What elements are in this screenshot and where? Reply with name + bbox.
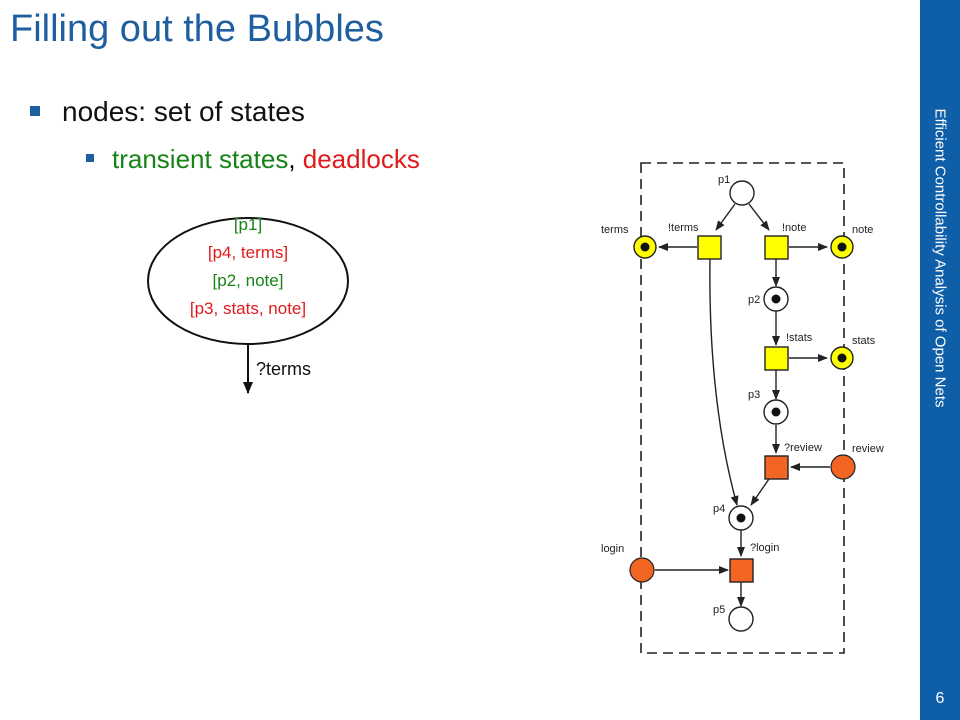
place-p4-label: p4 xyxy=(713,503,725,515)
sidebar-band xyxy=(920,0,960,720)
sub-bullet-square-icon xyxy=(86,154,94,163)
bullet-text: nodes: set of states xyxy=(62,96,305,127)
arc-tterms-p4 xyxy=(709,257,739,506)
bubble-state-p1: [p1] xyxy=(234,215,262,234)
place-p1-label: p1 xyxy=(718,174,730,186)
transition-send-stats-label: !stats xyxy=(786,332,813,344)
transition-send-terms: !terms xyxy=(668,222,722,260)
sidebar-title-text: Efficient Controllability Analysis of Op… xyxy=(931,108,949,408)
place-review: review xyxy=(830,443,884,480)
place-terms: terms xyxy=(601,224,657,259)
sub-bullet: transient states, deadlocks xyxy=(86,144,420,175)
transition-receive-login: ?login xyxy=(729,542,779,583)
token-icon xyxy=(640,242,650,252)
bubble-state-p4-terms: [p4, terms] xyxy=(208,243,288,262)
transition-receive-review: ?review xyxy=(764,442,822,480)
open-net-boundary xyxy=(640,162,845,654)
transition-send-note: !note xyxy=(764,222,806,260)
place-note: note xyxy=(830,224,873,259)
transition-receive-review-label: ?review xyxy=(784,442,822,454)
place-stats-label: stats xyxy=(852,335,876,347)
place-terms-label: terms xyxy=(601,224,629,236)
slide-title: Filling out the Bubbles xyxy=(10,8,384,50)
bubble-node: [p1] [p4, terms] [p2, note] [p3, stats, … xyxy=(147,215,349,345)
bubble-edge-label: ?terms xyxy=(256,359,311,379)
place-note-label: note xyxy=(852,224,873,236)
arc-treview-p4 xyxy=(750,478,770,506)
token-icon xyxy=(771,407,781,417)
place-p2-label: p2 xyxy=(748,294,760,306)
place-p5: p5 xyxy=(713,604,754,632)
place-p3: p3 xyxy=(748,389,789,425)
transient-states-label: transient states xyxy=(112,144,289,174)
place-stats: stats xyxy=(830,335,876,370)
transition-send-note-label: !note xyxy=(782,222,806,234)
place-login: login xyxy=(601,543,655,583)
bubble-state-p3-stats-note: [p3, stats, note] xyxy=(190,299,306,318)
transition-send-terms-label: !terms xyxy=(668,222,699,234)
bullet-nodes: nodes: set of states xyxy=(30,96,305,128)
place-p5-label: p5 xyxy=(713,604,725,616)
token-icon xyxy=(771,294,781,304)
place-p3-label: p3 xyxy=(748,389,760,401)
diagram-canvas: [p1] [p4, terms] [p2, note] [p3, stats, … xyxy=(147,162,884,654)
transition-receive-login-label: ?login xyxy=(750,542,779,554)
page-number: 6 xyxy=(935,690,945,707)
transition-send-stats: !stats xyxy=(764,332,813,371)
place-p1: p1 xyxy=(718,174,755,206)
bubble-state-p2-note: [p2, note] xyxy=(213,271,284,290)
arc-p1-note xyxy=(748,203,770,231)
place-p4: p4 xyxy=(713,503,754,531)
place-review-label: review xyxy=(852,443,884,455)
sub-bullet-separator: , xyxy=(288,144,303,174)
token-icon xyxy=(736,513,746,523)
arc-p1-terms xyxy=(715,203,736,231)
bullet-square-icon xyxy=(30,105,40,116)
deadlocks-label: deadlocks xyxy=(302,144,420,174)
place-login-label: login xyxy=(601,543,624,555)
token-icon xyxy=(837,353,847,363)
place-p2: p2 xyxy=(748,286,789,312)
token-icon xyxy=(837,242,847,252)
